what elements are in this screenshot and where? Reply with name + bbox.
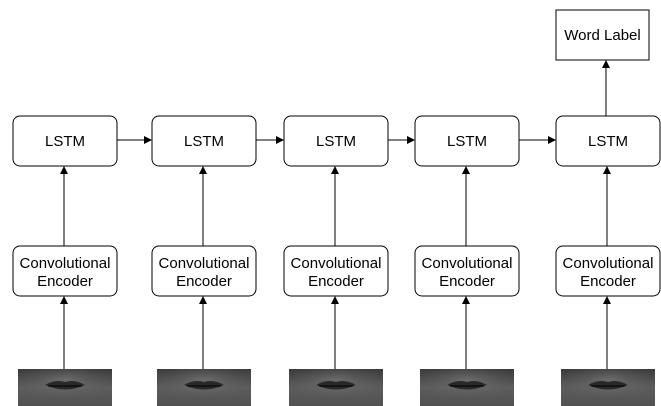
arrow-lstm-1-to-lstm-2	[117, 136, 152, 144]
arrow-encoder-to-lstm-4	[462, 166, 470, 246]
mouth-frame-image-4	[420, 369, 514, 406]
lstm-box-3: LSTM	[283, 115, 389, 167]
arrow-frame-to-encoder-3	[331, 296, 339, 369]
word-label-box: Word Label	[555, 9, 650, 61]
lstm-box-4: LSTM	[414, 115, 520, 167]
mouth-frame-image-5	[561, 369, 655, 406]
lstm-label: LSTM	[316, 133, 356, 150]
timesteps: LSTMConvolutionalEncoderLSTMConvolutiona…	[12, 115, 661, 406]
arrow-frame-to-encoder-2	[199, 296, 207, 369]
word-label-text: Word Label	[564, 27, 640, 44]
lstm-label: LSTM	[45, 133, 85, 150]
arrow-encoder-to-lstm-1	[60, 166, 68, 246]
lstm-box-5: LSTM	[555, 115, 661, 167]
encoder-label-line1: Convolutional	[159, 255, 250, 272]
arrow-frame-to-encoder-1	[60, 296, 68, 369]
lstm-box-1: LSTM	[12, 115, 118, 167]
arrow-encoder-to-lstm-5	[603, 166, 611, 246]
encoder-label-line1: Convolutional	[20, 255, 111, 272]
encoder-label-line2: Encoder	[580, 273, 636, 290]
arrow-lstm-2-to-lstm-3	[256, 136, 284, 144]
mouth-frame-image-1	[18, 369, 112, 406]
encoder-label-line1: Convolutional	[563, 255, 654, 272]
arrow-lstm-to-word-label	[602, 60, 610, 116]
encoder-label-line2: Encoder	[439, 273, 495, 290]
arrow-encoder-to-lstm-2	[199, 166, 207, 246]
encoder-label-line2: Encoder	[308, 273, 364, 290]
lstm-label: LSTM	[184, 133, 224, 150]
encoder-label-line2: Encoder	[37, 273, 93, 290]
encoder-label-line2: Encoder	[176, 273, 232, 290]
arrow-encoder-to-lstm-3	[331, 166, 339, 246]
arrow-lstm-3-to-lstm-4	[388, 136, 415, 144]
encoder-label-line1: Convolutional	[422, 255, 513, 272]
lstm-label: LSTM	[588, 133, 628, 150]
arrow-frame-to-encoder-4	[462, 296, 470, 369]
lstm-box-2: LSTM	[151, 115, 257, 167]
encoder-label-line1: Convolutional	[291, 255, 382, 272]
mouth-frame-image-2	[157, 369, 251, 406]
mouth-frame-image-3	[289, 369, 383, 406]
arrow-frame-to-encoder-5	[603, 296, 611, 369]
arrow-lstm-4-to-lstm-5	[519, 136, 556, 144]
lstm-label: LSTM	[447, 133, 487, 150]
